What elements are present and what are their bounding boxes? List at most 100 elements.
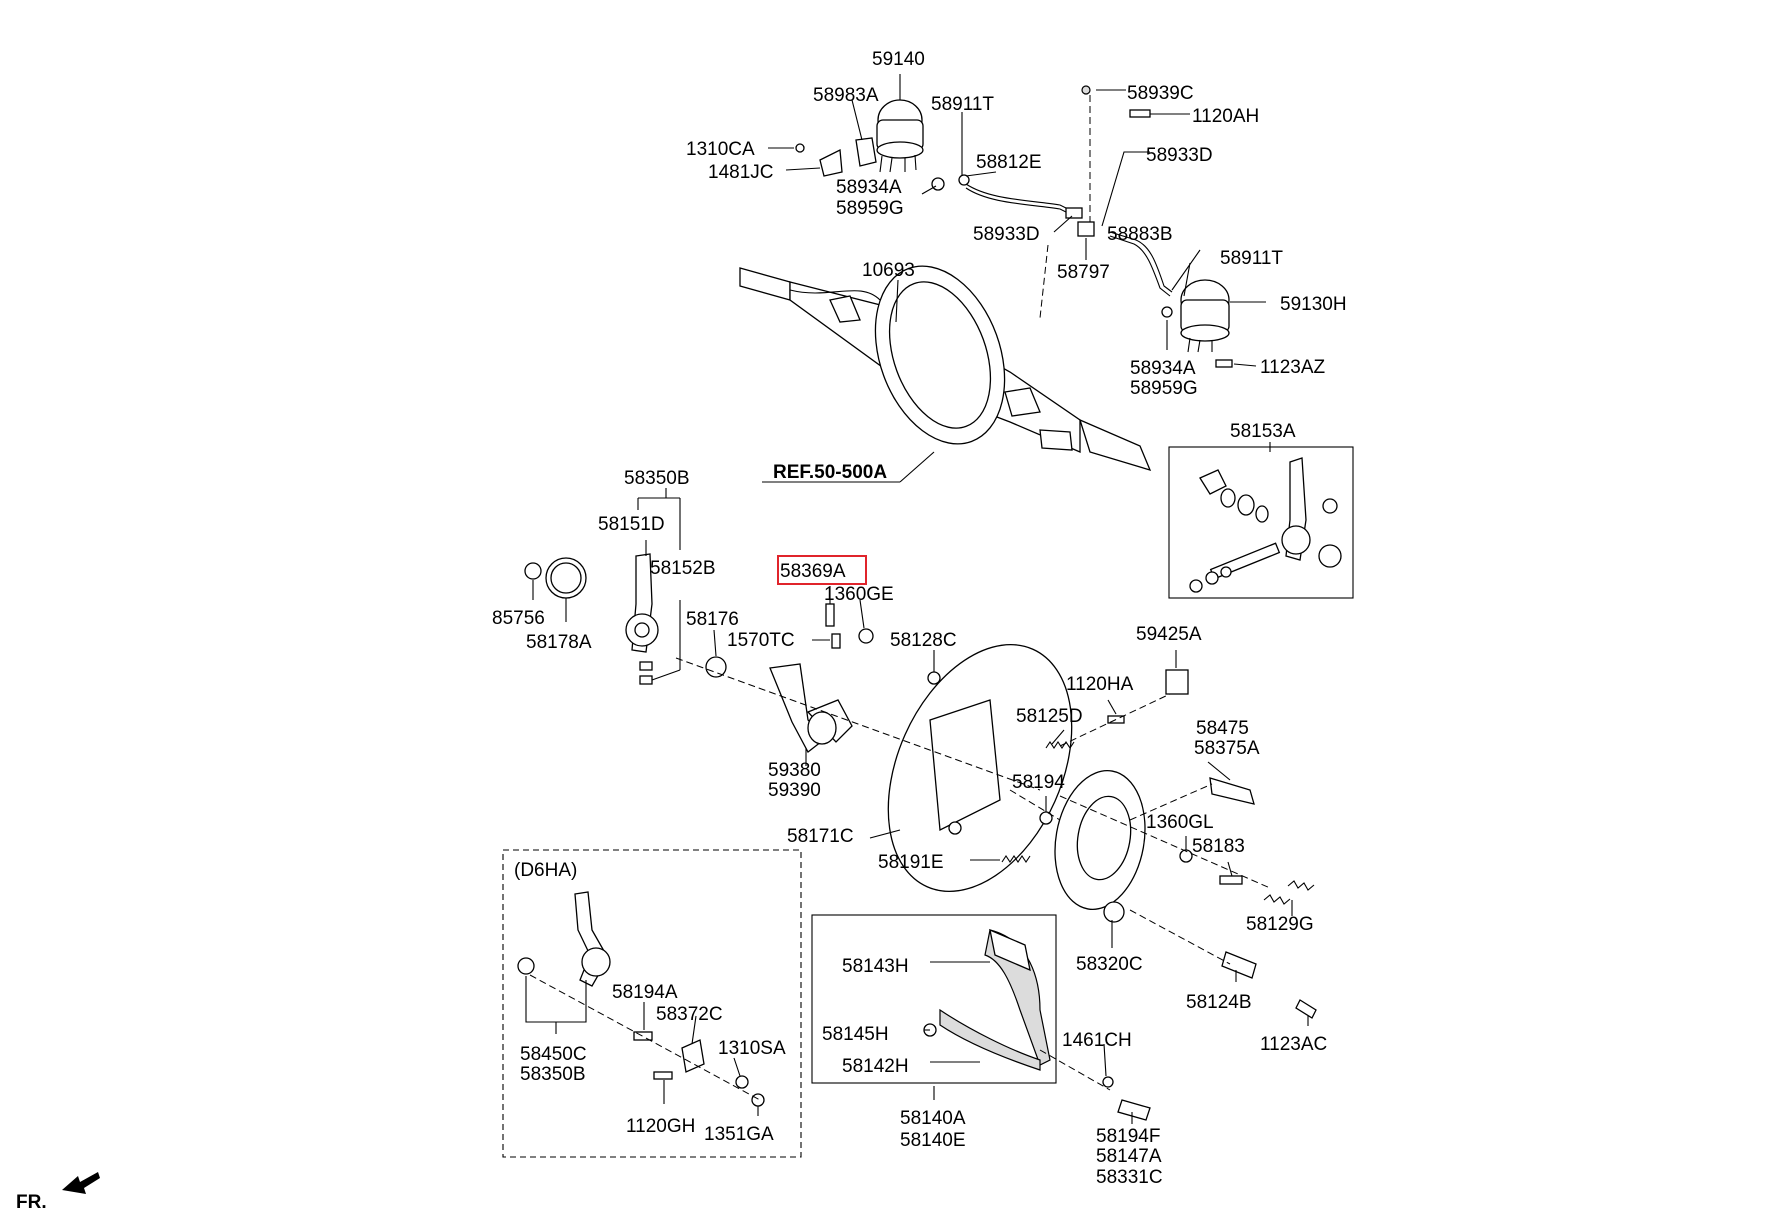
label-58939c: 58939C (1127, 83, 1194, 104)
label-1481jc: 1481JC (708, 162, 774, 183)
label-58797: 58797 (1057, 262, 1110, 283)
bracket-59425a (1165, 669, 1189, 695)
brake-chamber-59140 (876, 99, 924, 173)
slack-adjuster-parts-58153a (1189, 457, 1342, 593)
label-58934a-right: 58934A (1130, 358, 1196, 379)
label-58934a-top: 58934A (836, 177, 902, 198)
label-58475: 58475 (1196, 718, 1249, 739)
pin-58194f (1117, 1099, 1151, 1121)
label-58331c: 58331C (1096, 1167, 1163, 1188)
washer-1360gl (1179, 849, 1193, 863)
label-58933d-right: 58933D (1146, 145, 1213, 166)
hub-58320c (1054, 769, 1146, 923)
nut-1461ch (1102, 1076, 1114, 1088)
label-fr: FR. (16, 1192, 47, 1211)
axle-housing-10693 (739, 265, 1152, 472)
bolt-1123ac (1295, 999, 1317, 1019)
spring-58191e (1001, 855, 1031, 863)
bracket-58372c (681, 1039, 705, 1073)
label-59425a: 59425A (1136, 624, 1202, 645)
label-58194f: 58194F (1096, 1126, 1160, 1147)
label-58194a: 58194A (612, 982, 678, 1003)
label-1360gl: 1360GL (1146, 812, 1214, 833)
anchor-pin-58124b (1221, 951, 1257, 979)
spring-58129g (1263, 880, 1315, 905)
label-1123ac: 1123AC (1260, 1034, 1327, 1055)
label-58350b-bottom: 58350B (520, 1064, 586, 1085)
label-58147a: 58147A (1096, 1146, 1162, 1167)
label-1570tc: 1570TC (727, 630, 795, 651)
hose-58812e (965, 183, 1071, 211)
label-58128c: 58128C (890, 630, 957, 651)
label-d6ha: (D6HA) (514, 860, 577, 881)
label-58959g-right: 58959G (1130, 378, 1198, 399)
bolt-1123az (1215, 359, 1233, 368)
label-58129g: 58129G (1246, 914, 1314, 935)
fitting-58933d (1065, 207, 1083, 219)
bolt-58369a (825, 603, 835, 627)
bolt-58194a (633, 1031, 653, 1041)
label-58142h: 58142H (842, 1056, 909, 1077)
label-85756: 85756 (492, 608, 545, 629)
box-brake-shoe-assembly (811, 914, 1057, 1084)
label-59130h: 59130H (1280, 294, 1347, 315)
washer-58176 (705, 656, 727, 678)
label-58153a: 58153A (1230, 421, 1296, 442)
nut-58934a-right (1161, 306, 1173, 318)
label-58911t-right: 58911T (1220, 248, 1283, 269)
label-1120ah: 1120AH (1192, 106, 1259, 127)
brake-shoe-58142h (939, 1008, 1041, 1071)
slack-adjuster-58151d (625, 553, 659, 685)
label-58812e: 58812E (976, 152, 1042, 173)
label-59390: 59390 (768, 780, 821, 801)
label-58372c: 58372C (656, 1004, 723, 1025)
label-58152b: 58152B (650, 558, 716, 579)
label-1310sa: 1310SA (718, 1038, 786, 1059)
brake-chamber-59130h (1180, 279, 1230, 353)
washer-1360ge (858, 628, 874, 644)
label-58983a: 58983A (813, 85, 879, 106)
fitting-1570tc (831, 633, 841, 649)
label-58140e: 58140E (900, 1130, 966, 1151)
label-59140: 59140 (872, 49, 925, 70)
fitting-58911t-top (958, 174, 970, 186)
highlight-box-58369a (777, 555, 867, 585)
slack-adjuster-d6ha (517, 891, 611, 987)
label-1461ch: 1461CH (1062, 1030, 1132, 1051)
spring-58125d (1045, 741, 1075, 749)
label-58194: 58194 (1012, 772, 1065, 793)
tee-58797 (1077, 221, 1095, 237)
pin-58475 (1209, 777, 1255, 805)
label-58375a: 58375A (1194, 738, 1260, 759)
fitting-58939c (1081, 85, 1091, 95)
label-58933d-left: 58933D (973, 224, 1040, 245)
label-ref-50-500a: REF.50-500A (773, 462, 887, 483)
box-58153a-assembly (1168, 446, 1354, 599)
label-10693: 10693 (862, 260, 915, 281)
bolt-1120ah (1129, 109, 1151, 118)
label-58369a: 58369A (780, 561, 846, 582)
label-58125d: 58125D (1016, 706, 1083, 727)
label-58320c: 58320C (1076, 954, 1143, 975)
label-58176: 58176 (686, 609, 739, 630)
label-58350b-top: 58350B (624, 468, 690, 489)
nut-1310ca (795, 143, 805, 153)
label-1120gh: 1120GH (626, 1116, 695, 1137)
camshaft-bracket-59380 (769, 663, 853, 753)
label-58911t-top: 58911T (931, 94, 994, 115)
nut-1351ga (751, 1093, 765, 1107)
label-58171c: 58171C (787, 826, 854, 847)
label-1351ga: 1351GA (704, 1124, 774, 1145)
label-1123az: 1123AZ (1260, 357, 1326, 378)
bracket-58983a (819, 137, 877, 177)
label-58450c: 58450C (520, 1044, 587, 1065)
grease-58128c (927, 671, 941, 685)
label-58183: 58183 (1192, 836, 1245, 857)
hose-58883b (1109, 231, 1173, 293)
seal-85756 (524, 562, 542, 580)
label-58140a: 58140A (900, 1108, 966, 1129)
front-arrow-icon (62, 1172, 100, 1194)
brake-shoe-58143h (984, 928, 1051, 1066)
label-58883b: 58883B (1107, 224, 1173, 245)
